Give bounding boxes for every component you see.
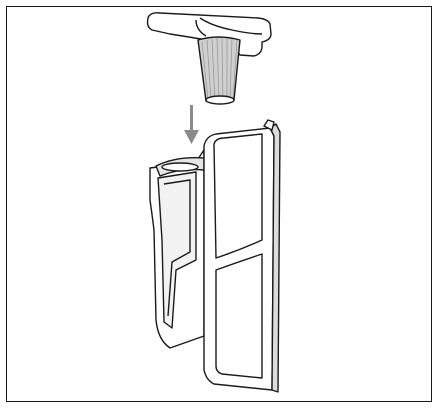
housing-opening (162, 163, 198, 171)
down-arrow-icon (184, 105, 199, 144)
filter-base (206, 96, 234, 104)
filter-housing (150, 120, 280, 392)
filter-insert (148, 13, 272, 104)
